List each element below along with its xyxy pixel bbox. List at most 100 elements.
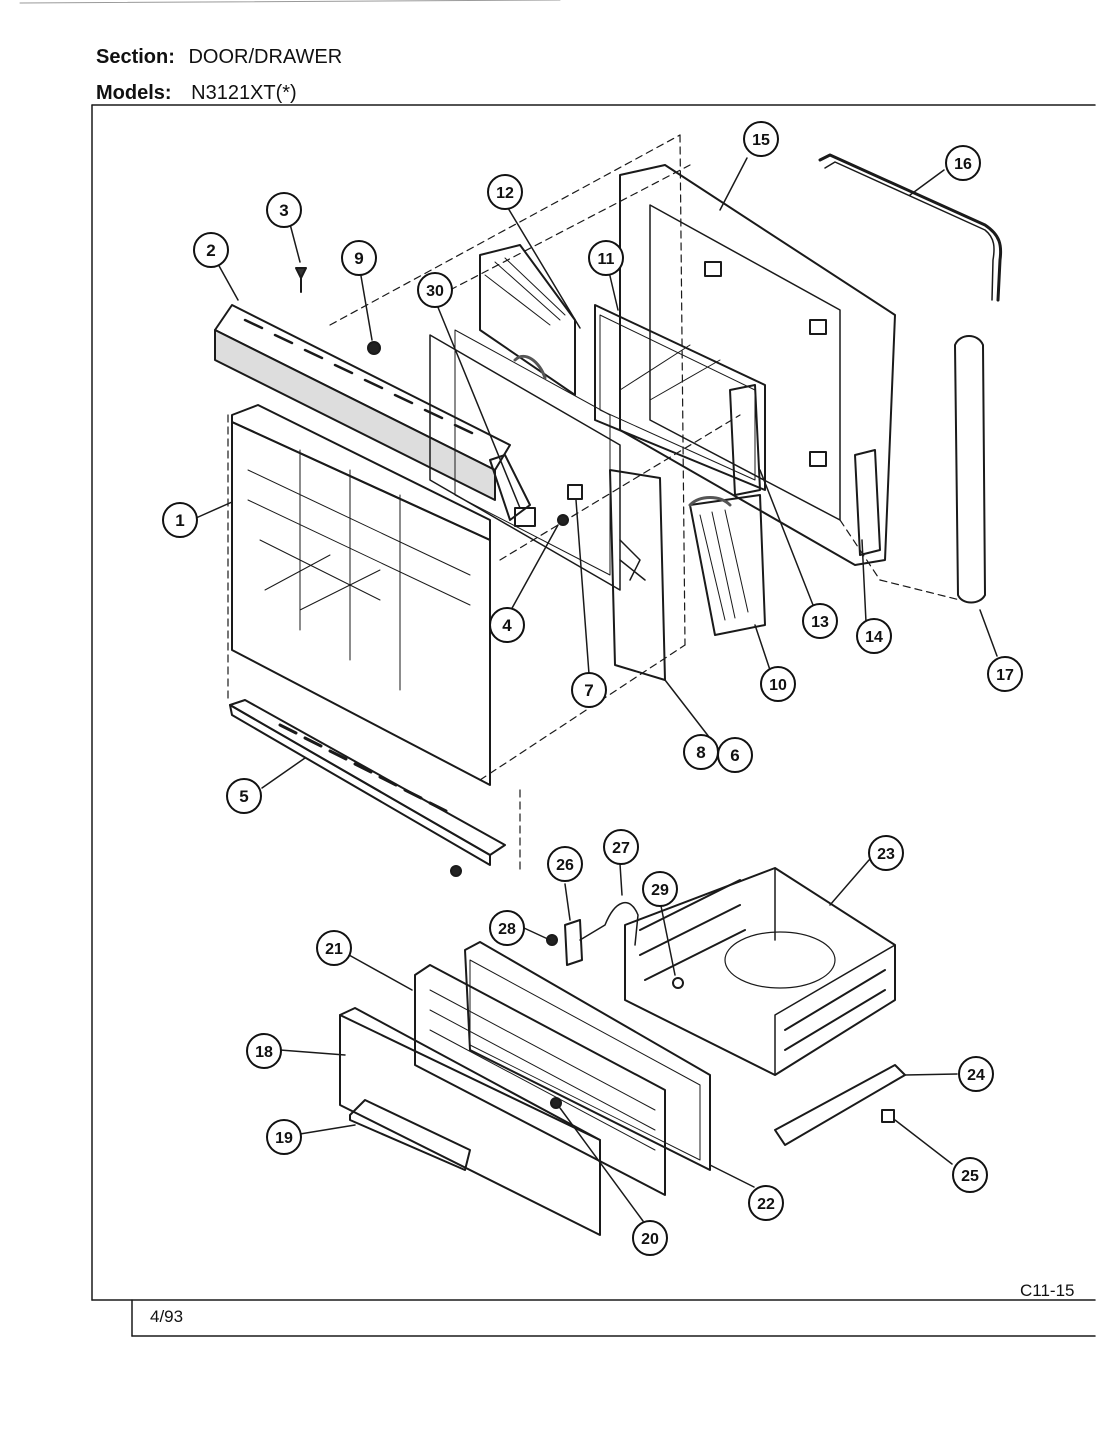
callout-27: 27 — [603, 829, 639, 865]
callout-label: 29 — [651, 882, 669, 899]
callout-label: 18 — [255, 1044, 273, 1061]
callout-20: 20 — [632, 1220, 668, 1256]
callout-label: 23 — [877, 846, 895, 863]
callout-label: 16 — [954, 156, 972, 173]
part-15-door-liner — [619, 164, 896, 566]
part-22-drawer-liner — [464, 941, 711, 1171]
callout-25: 25 — [952, 1157, 988, 1193]
callout-10: 10 — [760, 666, 796, 702]
callout-17: 17 — [987, 656, 1023, 692]
part-4-screw — [557, 514, 569, 526]
callout-label: 20 — [641, 1231, 659, 1248]
callout-29: 29 — [642, 871, 678, 907]
callout-1: 1 — [162, 502, 198, 538]
callout-13: 13 — [802, 603, 838, 639]
callout-3: 3 — [266, 192, 302, 228]
models-value: N3121XT(*) — [191, 82, 297, 104]
callout-5: 5 — [226, 778, 262, 814]
part-5-screw — [450, 865, 462, 877]
callout-4: 4 — [489, 607, 525, 643]
part-24-drawer-rail — [774, 1064, 906, 1146]
callout-6: 6 — [717, 737, 753, 773]
footer-page-code: C11-15 — [1020, 1281, 1075, 1300]
callout-group: 1234567891011121314151617181920212223242… — [162, 121, 1023, 1256]
callout-15: 15 — [743, 121, 779, 157]
callout-26: 26 — [547, 846, 583, 882]
part-30-door-hinge — [489, 454, 536, 527]
callout-label: 24 — [967, 1067, 985, 1084]
part-12-insulation — [479, 244, 576, 396]
callout-9: 9 — [341, 240, 377, 276]
callout-label: 10 — [769, 677, 787, 694]
callout-label: 12 — [496, 185, 514, 202]
section-heading: Section: DOOR/DRAWER — [96, 46, 342, 69]
page-frame — [91, 104, 1096, 1337]
part-13-glass-frame — [729, 384, 761, 496]
callout-label: 26 — [556, 857, 574, 874]
part-2-top-door-trim — [214, 304, 511, 501]
inner-door-liner — [429, 329, 621, 591]
callout-label: 19 — [275, 1130, 293, 1147]
callout-label: 3 — [279, 201, 288, 220]
callout-8: 8 — [683, 734, 719, 770]
callout-label: 15 — [752, 132, 770, 149]
part-17-side-trim — [954, 335, 986, 604]
part-5-bottom-door-trim — [229, 699, 506, 866]
callout-14: 14 — [856, 618, 892, 654]
part-1-oven-door-panel — [231, 404, 491, 786]
callout-label: 6 — [730, 746, 739, 765]
callout-label: 5 — [239, 787, 248, 806]
callout-7: 7 — [571, 672, 607, 708]
part-18-drawer-front — [339, 1007, 601, 1236]
callout-label: 11 — [598, 251, 615, 268]
callout-label: 28 — [498, 921, 516, 938]
callout-label: 13 — [811, 614, 829, 631]
callout-30: 30 — [417, 272, 453, 308]
callout-label: 7 — [584, 681, 593, 700]
scan-edge-line — [19, 0, 561, 4]
callout-label: 30 — [426, 283, 444, 300]
callout-16: 16 — [945, 145, 981, 181]
models-label: Models: — [96, 82, 172, 104]
callout-label: 4 — [502, 616, 512, 635]
part-26-bracket — [564, 919, 583, 966]
callout-label: 17 — [996, 667, 1014, 684]
part-28-nut — [546, 934, 558, 946]
part-3-screw — [295, 267, 307, 293]
part-14-hinge-bracket — [854, 449, 881, 556]
callout-21: 21 — [316, 930, 352, 966]
callout-24: 24 — [958, 1056, 994, 1092]
section-label: Section: — [96, 46, 175, 68]
callout-label: 14 — [865, 629, 883, 646]
callout-22: 22 — [748, 1185, 784, 1221]
part-27-wire — [579, 901, 639, 946]
leader-lines — [195, 157, 998, 1222]
callout-label: 8 — [696, 743, 705, 762]
part-10-insulation — [688, 494, 766, 636]
callout-label: 9 — [354, 249, 363, 268]
models-heading: Models: N3121XT(*) — [96, 82, 297, 105]
part-11-inner-glass — [594, 304, 766, 491]
part-25-roller — [881, 1109, 895, 1123]
callout-12: 12 — [487, 174, 523, 210]
part-16-door-gasket — [818, 153, 1003, 302]
part-23-drawer-body — [624, 867, 896, 1076]
callout-label: 25 — [961, 1168, 979, 1185]
callout-2: 2 — [193, 232, 229, 268]
callout-label: 27 — [612, 840, 630, 857]
callout-18: 18 — [246, 1033, 282, 1069]
section-value: DOOR/DRAWER — [188, 46, 343, 68]
part-7-clip — [567, 484, 583, 500]
footer-date: 4/93 — [150, 1307, 184, 1326]
assembly-dashed-outline — [227, 134, 961, 871]
callout-28: 28 — [489, 910, 525, 946]
callout-11: 11 — [588, 240, 624, 276]
callout-23: 23 — [868, 835, 904, 871]
callout-label: 1 — [175, 511, 184, 530]
callout-label: 21 — [325, 941, 343, 958]
part-29-grommet — [672, 977, 684, 989]
callout-19: 19 — [266, 1119, 302, 1155]
callout-label: 22 — [757, 1196, 775, 1213]
part-20-drawer-screw — [550, 1097, 562, 1109]
part-19-drawer-handle — [349, 1099, 471, 1171]
